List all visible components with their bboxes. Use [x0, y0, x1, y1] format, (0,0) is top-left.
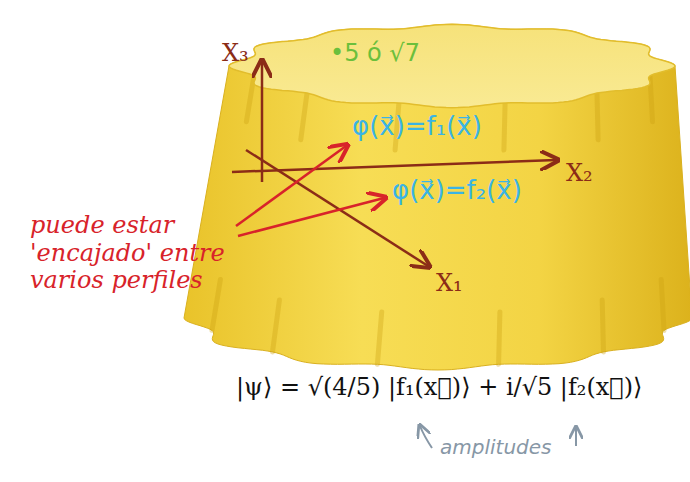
axis-label: X₁ — [436, 270, 463, 298]
axis-label: X₃ — [222, 40, 249, 68]
cake-ridge — [301, 93, 307, 140]
function-label: φ(x⃗)=f₂(x⃗) — [392, 176, 522, 206]
amplitude-arrow — [575, 428, 577, 446]
pointer-arrow — [236, 146, 346, 226]
amplitude-note: amplitudes — [440, 436, 551, 459]
cake-ridge — [504, 103, 505, 150]
axis-x3 — [261, 62, 264, 182]
axis-x2 — [232, 160, 556, 172]
axis-x1 — [246, 150, 428, 266]
state-equation: |ψ⟩ = √(4/5) |f₁(x⃗)⟩ + i/√5 |f₂(x⃗)⟩ — [236, 374, 642, 402]
function-label: φ(x⃗)=f₁(x⃗) — [352, 112, 482, 142]
cake-ridge — [246, 76, 254, 122]
annotation-note: puede estar 'encajado' entre varios perf… — [30, 212, 230, 295]
cake-ridge — [499, 312, 500, 364]
cake-top — [229, 24, 675, 107]
pointer-arrow — [238, 198, 384, 236]
amplitude-arrow — [420, 426, 432, 448]
cake-ridges — [212, 76, 664, 364]
note: •5 ó √7 — [330, 40, 420, 68]
cake-ridge — [661, 280, 664, 331]
axis-label: X₂ — [566, 160, 593, 188]
cake-ridge — [273, 300, 280, 352]
cake-ridge — [602, 300, 603, 352]
cake-ridge — [377, 312, 381, 364]
cake-ridge — [212, 280, 220, 331]
cake-body — [184, 24, 690, 370]
cake-ridge — [597, 93, 598, 140]
